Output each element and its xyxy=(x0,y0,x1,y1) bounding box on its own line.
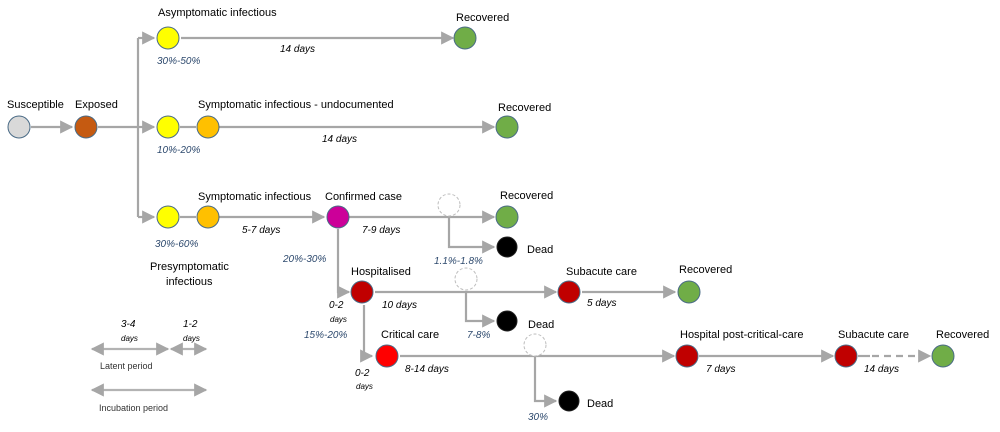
node-split-1 xyxy=(437,193,461,217)
label-dead-1: Dead xyxy=(527,244,553,256)
legend-presymp-unit: days xyxy=(183,334,200,343)
duration-presymptomatic-symptomatic: 5-7 days xyxy=(242,225,280,236)
label-post-critical: Hospital post-critical-care xyxy=(680,329,803,341)
node-recovered-3 xyxy=(495,205,519,229)
label-recovered-5: Recovered xyxy=(936,329,989,341)
pct-asymptomatic: 30%-50% xyxy=(157,56,200,67)
node-presymptomatic xyxy=(156,205,180,229)
legend-incubation-label: Incubation period xyxy=(99,403,168,413)
edges xyxy=(31,31,932,408)
label-subacute-1: Subacute care xyxy=(566,266,637,278)
pct-hospital-dead: 7-8% xyxy=(467,330,490,341)
edge-confirmed-hospitalised xyxy=(336,229,351,299)
node-post-critical xyxy=(675,344,699,368)
label-presymptomatic-1: Presymptomatic xyxy=(150,261,229,273)
node-dead-2 xyxy=(496,310,518,332)
duration-critical-stay: 8-14 days xyxy=(405,364,449,375)
label-dead-3: Dead xyxy=(587,398,613,410)
node-asymptomatic xyxy=(156,26,180,50)
duration-to-critical-unit: days xyxy=(356,382,373,391)
node-recovered-2 xyxy=(495,115,519,139)
duration-to-hospital-unit: days xyxy=(330,315,347,324)
node-labels: Susceptible Exposed Asymptomatic infecti… xyxy=(7,7,989,410)
node-dead-3 xyxy=(558,390,580,412)
node-susceptible xyxy=(7,115,31,139)
pct-confirmed-dead: 1.1%-1.8% xyxy=(434,256,483,267)
node-dead-1 xyxy=(496,236,518,258)
pct-confirmed-hospitalised: 20%-30% xyxy=(282,254,326,265)
legend-latent-value: 3-4 xyxy=(121,319,136,330)
label-critical: Critical care xyxy=(381,329,439,341)
legend-latent-label: Latent period xyxy=(100,361,153,371)
nodes xyxy=(7,26,955,412)
duration-hospital-stay: 10 days xyxy=(382,300,417,311)
node-critical xyxy=(375,344,399,368)
pct-undocumented: 10%-20% xyxy=(157,145,200,156)
legend-presymp-value: 1-2 xyxy=(183,319,198,330)
edge-split-dead-1 xyxy=(447,217,496,254)
duration-undocumented-recovery: 14 days xyxy=(322,134,357,145)
label-presymptomatic-2: infectious xyxy=(166,276,213,288)
edge-split-dead-3 xyxy=(533,356,558,408)
label-subacute-2: Subacute care xyxy=(838,329,909,341)
node-exposed xyxy=(74,115,98,139)
pct-hospital-critical: 15%-20% xyxy=(304,330,347,341)
label-symptomatic: Symptomatic infectious xyxy=(198,191,312,203)
duration-asymptomatic-recovery: 14 days xyxy=(280,44,315,55)
label-dead-2: Dead xyxy=(528,319,554,331)
label-exposed: Exposed xyxy=(75,99,118,111)
pct-critical-dead: 30% xyxy=(528,412,548,423)
node-subacute-1 xyxy=(557,280,581,304)
period-legend: 3-4 days 1-2 days Latent period Incubati… xyxy=(90,319,208,413)
label-undocumented: Symptomatic infectious - undocumented xyxy=(198,99,394,111)
node-split-2 xyxy=(454,267,478,291)
duration-post-critical-stay: 7 days xyxy=(706,364,735,375)
label-recovered-2: Recovered xyxy=(498,102,551,114)
edge-hospitalised-critical xyxy=(360,305,374,363)
legend-latent-unit: days xyxy=(121,334,138,343)
label-confirmed: Confirmed case xyxy=(325,191,402,203)
edge-split-dead-2 xyxy=(464,292,496,328)
duration-subacute-final-stay: 14 days xyxy=(864,364,899,375)
label-recovered-3: Recovered xyxy=(500,190,553,202)
node-recovered-1 xyxy=(453,26,477,50)
percentages: 30%-50% 10%-20% 30%-60% 20%-30% 1.1%-1.8… xyxy=(155,56,548,423)
node-undocumented-orange xyxy=(196,115,220,139)
node-recovered-4 xyxy=(677,280,701,304)
label-recovered-4: Recovered xyxy=(679,264,732,276)
pct-symptomatic: 30%-60% xyxy=(155,239,198,250)
duration-confirmed-outcome: 7-9 days xyxy=(362,225,400,236)
label-recovered-1: Recovered xyxy=(456,12,509,24)
label-hospitalised: Hospitalised xyxy=(351,266,411,278)
node-subacute-2 xyxy=(834,344,858,368)
duration-subacute-stay: 5 days xyxy=(587,298,616,309)
node-confirmed xyxy=(326,205,350,229)
node-recovered-5 xyxy=(931,344,955,368)
label-susceptible: Susceptible xyxy=(7,99,64,111)
node-undocumented-yellow xyxy=(156,115,180,139)
duration-to-critical-value: 0-2 xyxy=(355,368,370,379)
node-split-3 xyxy=(523,333,547,357)
node-symptomatic xyxy=(196,205,220,229)
node-hospitalised xyxy=(350,280,374,304)
durations: 14 days 14 days 5-7 days 7-9 days 0-2 da… xyxy=(242,44,899,391)
duration-to-hospital-value: 0-2 xyxy=(329,300,344,311)
label-asymptomatic: Asymptomatic infectious xyxy=(158,7,277,19)
